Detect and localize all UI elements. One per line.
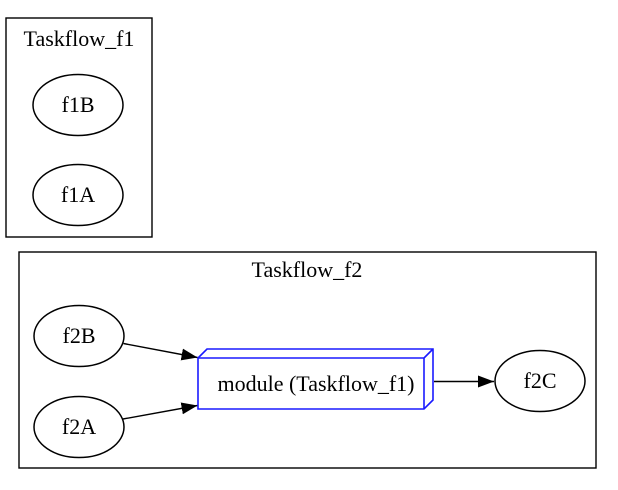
- edge-f2A-to-module: [122, 402, 198, 420]
- node-f2A-shape: [33, 395, 125, 459]
- node-f1B-shape: [32, 73, 124, 137]
- node-f2C-label: f2C: [524, 368, 557, 393]
- node-f2C-shape: [494, 349, 586, 413]
- cluster-taskflow-f2: Taskflow_f2 f2B f2A module (Taskflow_f1): [18, 251, 597, 469]
- cluster-taskflow-f1-title: Taskflow_f1: [24, 26, 135, 51]
- edge-f2B-to-module: [123, 342, 198, 361]
- node-f2A-label: f2A: [62, 414, 96, 439]
- cluster-taskflow-f2-title: Taskflow_f2: [252, 257, 363, 282]
- node-module-label: module (Taskflow_f1): [217, 371, 414, 396]
- cluster-taskflow-f1-box: [5, 17, 153, 238]
- node-f2C: f2C: [494, 349, 586, 413]
- node-f2B: f2B: [33, 304, 125, 368]
- cluster-taskflow-f2-box: [18, 251, 597, 469]
- node-f1A: f1A: [32, 163, 124, 227]
- node-f2A: f2A: [33, 395, 125, 459]
- node-f1A-shape: [32, 163, 124, 227]
- node-module-box3d-depth-lines: [198, 348, 434, 409]
- node-f2B-label: f2B: [63, 323, 96, 348]
- node-f1B: f1B: [32, 73, 124, 137]
- node-f2B-shape: [33, 304, 125, 368]
- cluster-taskflow-f1: Taskflow_f1 f1B f1A: [5, 17, 153, 238]
- node-module-taskflow-f1: module (Taskflow_f1): [197, 348, 434, 410]
- node-f1A-label: f1A: [61, 182, 95, 207]
- node-f1B-label: f1B: [62, 92, 95, 117]
